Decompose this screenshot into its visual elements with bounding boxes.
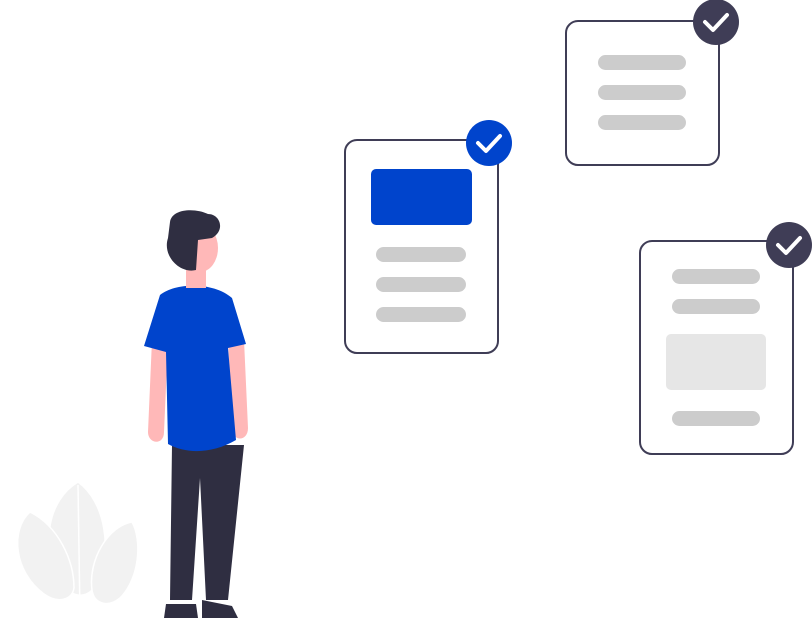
checkmark-icon — [776, 236, 802, 255]
person-arm-left — [148, 340, 168, 442]
card-top-right — [565, 0, 739, 166]
card-left-line-3 — [376, 307, 466, 322]
card-top-right-badge — [693, 0, 739, 45]
checkmark-icon — [476, 134, 502, 153]
checkmark-icon — [703, 13, 729, 32]
card-bottom-right-line-3 — [672, 411, 760, 426]
card-bottom-right — [639, 222, 812, 455]
badge-circle — [693, 0, 739, 45]
card-top-right-line-2 — [598, 85, 686, 100]
plant-leaf-left — [17, 511, 75, 601]
card-top-right-line-1 — [598, 55, 686, 70]
person-shoe-right — [202, 600, 238, 618]
person-pants — [170, 445, 244, 600]
plant-stem — [77, 484, 81, 616]
badge-circle — [766, 222, 812, 268]
person-shirt — [144, 285, 246, 452]
card-left-line-1 — [376, 247, 466, 262]
person-hair — [166, 210, 221, 271]
card-bottom-right-line-2 — [672, 299, 760, 314]
card-left-line-2 — [376, 277, 466, 292]
card-bottom-right-line-1 — [672, 269, 760, 284]
card-bottom-right-badge — [766, 222, 812, 268]
card-top-right-line-3 — [598, 115, 686, 130]
badge-circle — [466, 120, 512, 166]
person-figure — [144, 210, 248, 618]
card-left-header-block — [371, 169, 472, 225]
card-bottom-right-image-block — [666, 334, 766, 390]
card-left — [344, 120, 512, 354]
card-left-badge — [466, 120, 512, 166]
plant-leaf-right — [90, 521, 139, 605]
plant-decoration — [17, 481, 139, 616]
person-shoe-left — [164, 604, 198, 618]
